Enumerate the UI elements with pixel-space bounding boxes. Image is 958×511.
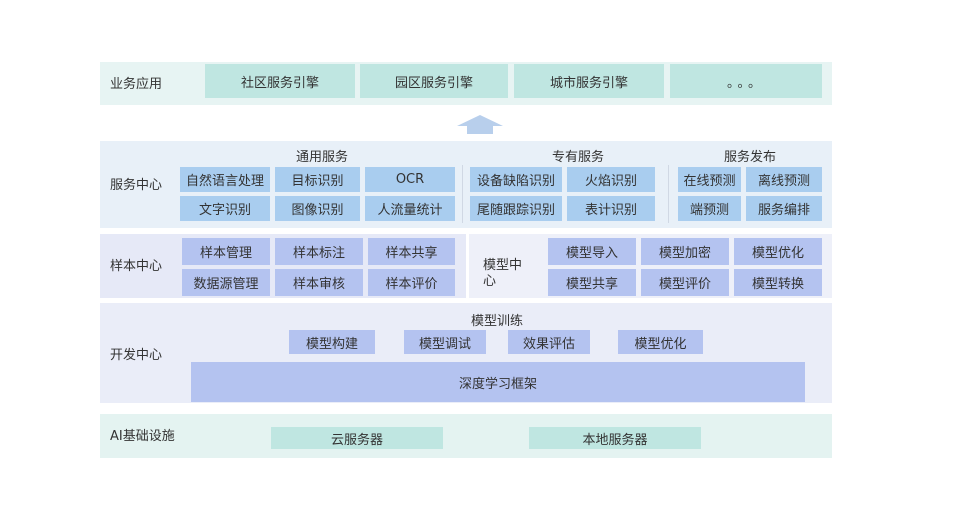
training-item: 模型优化 xyxy=(618,330,703,354)
divider xyxy=(668,165,669,223)
model-item: 模型评价 xyxy=(641,269,729,296)
sample-item: 样本审核 xyxy=(275,269,363,296)
special-title: 专有服务 xyxy=(551,150,605,165)
sample-item: 样本评价 xyxy=(368,269,455,296)
model-label: 模型中 心 xyxy=(483,258,523,289)
infra-label: AI基础设施 xyxy=(110,429,175,444)
service-item: 目标识别 xyxy=(275,167,360,192)
model-item: 模型转换 xyxy=(734,269,822,296)
publish-title: 服务发布 xyxy=(723,150,777,165)
training-item: 效果评估 xyxy=(508,330,590,354)
sample-item: 样本管理 xyxy=(182,238,270,265)
sample-item: 数据源管理 xyxy=(182,269,270,296)
infra-layer xyxy=(100,414,832,458)
community-engine: 社区服务引擎 xyxy=(205,64,355,98)
service-item: 在线预测 xyxy=(678,167,741,192)
training-item: 模型调试 xyxy=(404,330,486,354)
cloud-server: 云服务器 xyxy=(271,427,443,449)
service-item: 表计识别 xyxy=(567,196,655,221)
sample-item: 样本标注 xyxy=(275,238,363,265)
model-item: 模型优化 xyxy=(734,238,822,265)
model-item: 模型共享 xyxy=(548,269,636,296)
service-item: 火焰识别 xyxy=(567,167,655,192)
service-item: 服务编排 xyxy=(746,196,822,221)
dev-label: 开发中心 xyxy=(110,348,163,363)
park-engine: 园区服务引擎 xyxy=(360,64,508,98)
sample-item: 样本共享 xyxy=(368,238,455,265)
training-title: 模型训练 xyxy=(470,314,524,329)
framework-box: 深度学习框架 xyxy=(191,362,805,402)
service-item: OCR xyxy=(365,167,455,192)
more-engines: 。。。 xyxy=(670,64,822,98)
general-title: 通用服务 xyxy=(295,150,349,165)
city-engine: 城市服务引擎 xyxy=(514,64,664,98)
service-item: 文字识别 xyxy=(180,196,270,221)
local-server: 本地服务器 xyxy=(529,427,701,449)
divider xyxy=(462,165,463,223)
service-item: 端预测 xyxy=(678,196,741,221)
service-item: 图像识别 xyxy=(275,196,360,221)
service-item: 尾随跟踪识别 xyxy=(470,196,562,221)
model-item: 模型导入 xyxy=(548,238,636,265)
service-item: 人流量统计 xyxy=(365,196,455,221)
service-item: 设备缺陷识别 xyxy=(470,167,562,192)
sample-label: 样本中心 xyxy=(110,259,163,274)
service-item: 自然语言处理 xyxy=(180,167,270,192)
model-item: 模型加密 xyxy=(641,238,729,265)
service-label: 服务中心 xyxy=(110,178,163,193)
up-arrow-icon xyxy=(457,115,503,134)
training-item: 模型构建 xyxy=(289,330,375,354)
service-item: 离线预测 xyxy=(746,167,822,192)
business-label: 业务应用 xyxy=(110,77,163,92)
